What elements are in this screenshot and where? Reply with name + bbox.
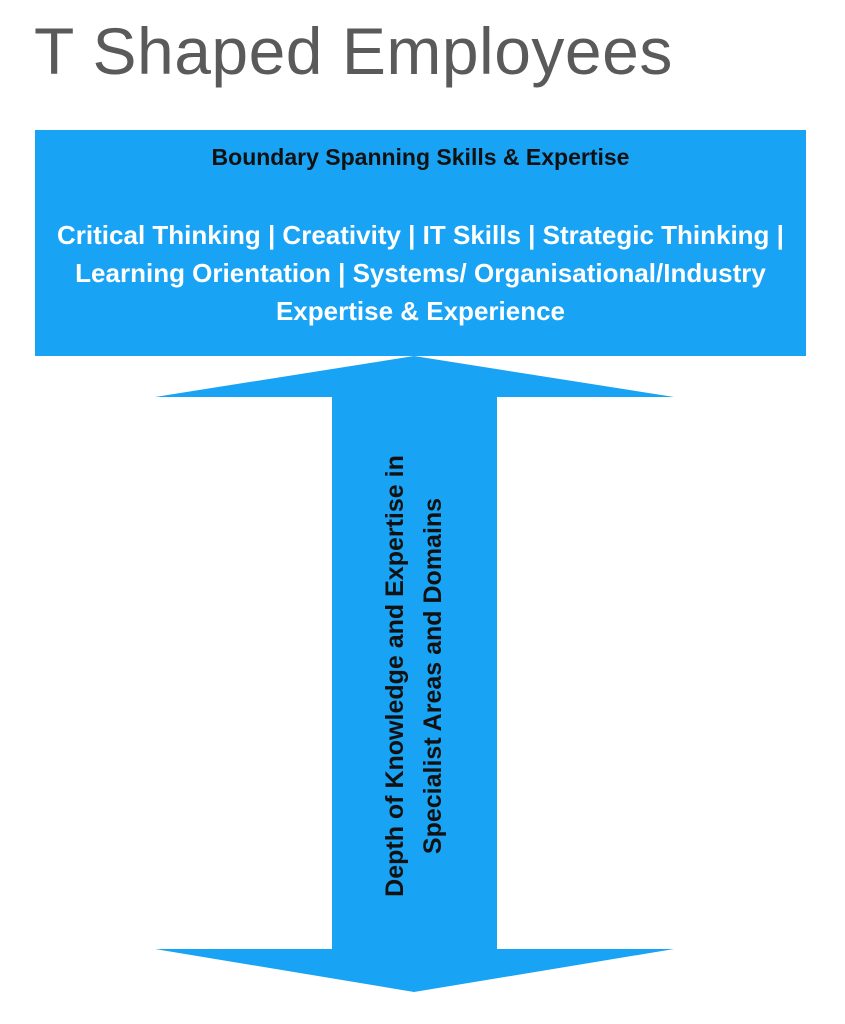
page-title: T Shaped Employees: [34, 14, 673, 88]
boundary-spanning-skills-text: Critical Thinking | Creativity | IT Skil…: [57, 220, 784, 326]
double-headed-arrow-shape: [155, 356, 674, 992]
boundary-spanning-box: Boundary Spanning Skills & Expertise Cri…: [35, 130, 806, 356]
depth-of-knowledge-label: Depth of Knowledge and Expertise in Spec…: [381, 455, 447, 897]
boundary-spanning-heading: Boundary Spanning Skills & Expertise: [211, 144, 630, 170]
